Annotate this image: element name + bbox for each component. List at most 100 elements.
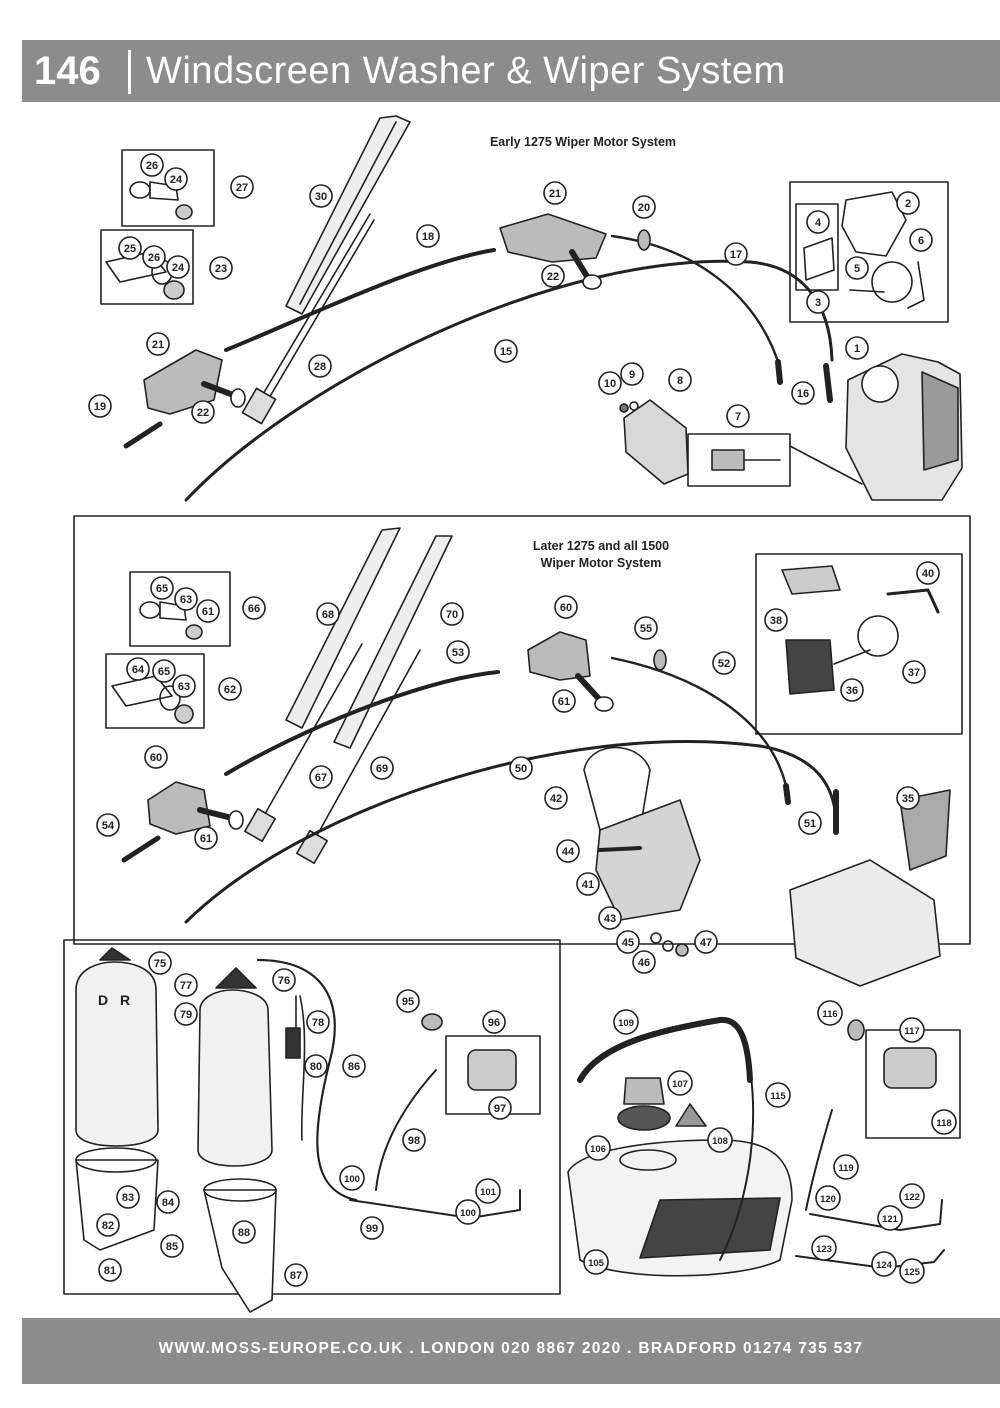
inset-box-27: [121, 149, 215, 227]
callout-label: 121: [882, 1214, 899, 1225]
callout-61c: 61: [196, 599, 220, 623]
washer-26: [129, 181, 151, 199]
callout-label: 84: [162, 1197, 175, 1209]
callout-label: 61: [202, 606, 214, 618]
inset-box-23: [100, 229, 194, 305]
wiper-blade-30: [285, 115, 411, 315]
strap-42: [583, 746, 651, 831]
callout-63b: 63: [172, 674, 196, 698]
wheelbox-60-lower: [147, 781, 211, 835]
callout-label: 42: [550, 793, 562, 805]
callout-label: 108: [712, 1136, 728, 1147]
callout-label: 69: [376, 763, 388, 775]
callout-26b: 26: [142, 245, 166, 269]
callout-6: 6: [909, 228, 933, 252]
callout-label: 67: [315, 772, 327, 784]
inset-box-motor-parts: [789, 181, 949, 323]
callout-125: 125: [899, 1258, 925, 1284]
tube-100: [349, 1189, 521, 1219]
cable-end-16: [823, 363, 833, 403]
callout-41: 41: [576, 872, 600, 896]
callout-label: 7: [735, 411, 741, 423]
callout-96: 96: [482, 1010, 506, 1034]
callout-106: 106: [585, 1135, 611, 1161]
callout-16: 16: [791, 381, 815, 405]
callout-105: 105: [583, 1249, 609, 1275]
callout-21b: 21: [146, 332, 170, 356]
callout-121: 121: [877, 1205, 903, 1231]
callout-70: 70: [440, 602, 464, 626]
callout-label: 43: [604, 913, 616, 925]
armature-36: [785, 639, 835, 695]
drive-cable-50: [184, 739, 838, 924]
callout-66: 66: [242, 596, 266, 620]
callout-label: 17: [730, 249, 742, 261]
callout-76: 76: [272, 968, 296, 992]
callout-label: 22: [547, 271, 559, 283]
holder-87: [203, 1189, 277, 1313]
callout-label: 66: [248, 603, 260, 615]
callout-label: 51: [804, 818, 816, 830]
callout-5: 5: [845, 256, 869, 280]
callout-label: 65: [156, 583, 168, 595]
callout-label: 96: [488, 1017, 500, 1029]
callout-67: 67: [309, 765, 333, 789]
callout-8: 8: [668, 368, 692, 392]
callout-label: 68: [322, 609, 334, 621]
callout-label: 46: [638, 957, 650, 969]
callout-label: 15: [500, 346, 512, 358]
callout-100a: 100: [339, 1165, 365, 1191]
callout-60b: 60: [144, 745, 168, 769]
callout-43: 43: [598, 906, 622, 930]
callout-label: 3: [815, 297, 821, 309]
bracket-8: [623, 399, 689, 485]
callout-7: 7: [726, 404, 750, 428]
callout-38: 38: [764, 608, 788, 632]
callout-79: 79: [174, 1002, 198, 1026]
callout-78: 78: [306, 1010, 330, 1034]
crank-6: [907, 261, 925, 309]
callout-69: 69: [370, 756, 394, 780]
callout-label: 47: [700, 937, 712, 949]
callout-label: 2: [905, 198, 911, 210]
callout-17: 17: [724, 242, 748, 266]
wiper-blade-68: [285, 527, 401, 729]
callout-label: 21: [152, 339, 164, 351]
callout-10: 10: [598, 371, 622, 395]
callout-37: 37: [902, 660, 926, 684]
callout-30: 30: [309, 184, 333, 208]
callout-label: 76: [278, 975, 290, 987]
tube-17: [610, 234, 782, 370]
callout-label: 62: [224, 684, 236, 696]
wiper-arm-67: [257, 643, 363, 827]
wheelbox-21-lower: [143, 349, 223, 415]
tube-86: [256, 958, 358, 1202]
tank-washer-group: [567, 1016, 961, 1277]
wiper-blade-70: [333, 535, 453, 749]
inset-box-62: [105, 653, 205, 729]
callout-95: 95: [396, 989, 420, 1013]
tube-52: [610, 656, 788, 788]
callout-label: 88: [238, 1227, 250, 1239]
grommet-55: [653, 649, 667, 671]
callout-label: 41: [582, 879, 594, 891]
callout-label: 53: [452, 647, 464, 659]
callout-layer: 1234567891015161718192021212222232424252…: [88, 153, 957, 1287]
callout-120: 120: [815, 1185, 841, 1211]
callout-label: 97: [494, 1103, 506, 1115]
callout-87: 87: [284, 1263, 308, 1287]
callout-51: 51: [798, 811, 822, 835]
callout-label: 64: [132, 664, 145, 676]
bottle-side-label-d: D: [98, 992, 108, 1008]
callout-2: 2: [896, 191, 920, 215]
callout-22b: 22: [191, 400, 215, 424]
callout-1: 1: [845, 336, 869, 360]
callout-47: 47: [694, 930, 718, 954]
callout-label: 24: [170, 174, 183, 186]
strap-109: [577, 1016, 753, 1083]
bracket-41: [595, 799, 701, 921]
callout-label: 19: [94, 401, 106, 413]
bottle-76: [197, 989, 273, 1167]
callout-97: 97: [488, 1096, 512, 1120]
